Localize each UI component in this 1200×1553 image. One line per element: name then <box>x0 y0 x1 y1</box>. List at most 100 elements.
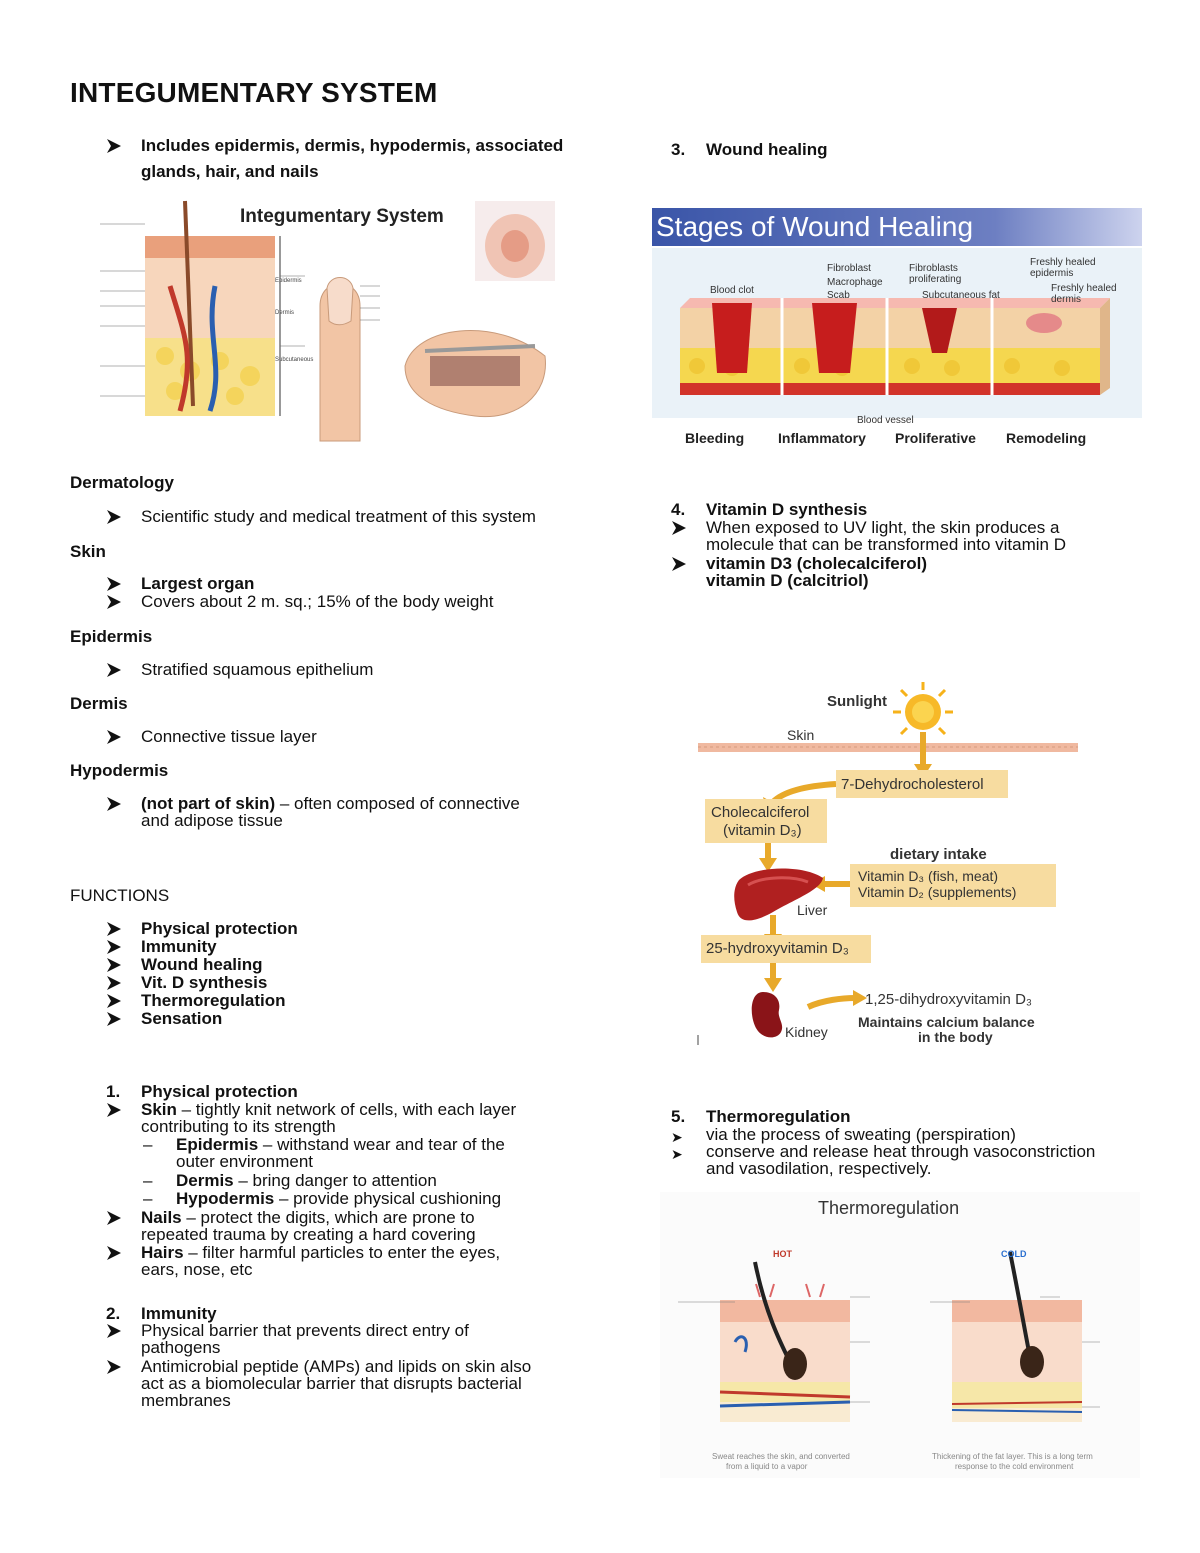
function-item: Wound healing <box>141 955 263 974</box>
skin-heading: Skin <box>70 542 106 561</box>
vitd-heading: Vitamin D synthesis <box>706 500 868 519</box>
bullet-arrow-icon <box>106 1323 124 1339</box>
epidermis-heading: Epidermis <box>70 627 153 646</box>
immunity-item-2-line2: act as a biomolecular barrier that disru… <box>141 1374 522 1393</box>
vitd-item-1: When exposed to UV light, the skin produ… <box>706 518 1060 537</box>
vitd-label-liver: Liver <box>797 902 828 918</box>
section-number: 5. <box>671 1107 686 1126</box>
dash: – <box>143 1135 153 1154</box>
section-number: 3. <box>671 140 686 159</box>
vitd-label-d3-source: Vitamin D₃ (fish, meat) <box>858 868 999 884</box>
bullet-arrow-icon <box>106 796 124 812</box>
bullet-arrow-icon <box>106 1210 124 1226</box>
physical-hypodermis: Hypodermis – provide physical cushioning <box>176 1189 502 1208</box>
vitd-label-vitamin-d3: (vitamin D₃) <box>723 822 802 839</box>
physical-heading: Physical protection <box>141 1082 298 1101</box>
label-fibroblast: Fibroblast <box>827 263 871 274</box>
vitd-item-2-line2: vitamin D (calcitriol) <box>706 571 869 590</box>
physical-hairs: Hairs – filter harmful particles to ente… <box>141 1243 501 1262</box>
immunity-item-1-line2: pathogens <box>141 1338 221 1357</box>
bullet-arrow-icon <box>106 576 124 592</box>
bullet-arrow-icon <box>106 957 124 973</box>
label-freshly-healed-dermis: Freshly healed <box>1051 283 1117 294</box>
bullet-arrow-icon <box>106 138 124 154</box>
thermo-cold-caption-1: Thickening of the fat layer. This is a l… <box>932 1452 1093 1461</box>
thermo-label-cold: COLD <box>1001 1249 1027 1259</box>
dermis-item: Connective tissue layer <box>141 727 317 746</box>
label-blood-clot: Blood clot <box>710 285 754 296</box>
immunity-item-2-line3: membranes <box>141 1391 231 1410</box>
physical-nails-line2: repeated trauma by creating a hard cover… <box>141 1225 476 1244</box>
vitd-item-2: vitamin D3 (cholecalciferol) <box>706 554 928 573</box>
intro-line-1: Includes epidermis, dermis, hypodermis, … <box>141 136 564 155</box>
function-item: Immunity <box>141 937 217 956</box>
section-number: 1. <box>106 1082 121 1101</box>
physical-nails: Nails – protect the digits, which are pr… <box>141 1208 475 1227</box>
label-dermis: dermis <box>1051 294 1082 305</box>
thermo-label-hot: HOT <box>773 1249 792 1259</box>
hypodermis-heading: Hypodermis <box>70 761 169 780</box>
vitd-label-25-hydroxyvitamin: 25-hydroxyvitamin D₃ <box>706 940 849 957</box>
bullet-arrow-icon <box>106 1102 124 1118</box>
thermo-heading: Thermoregulation <box>706 1107 851 1126</box>
wound-figure-title: Stages of Wound Healing <box>656 211 974 242</box>
bullet-arrow-icon <box>671 520 689 536</box>
thermo-item-2: conserve and release heat through vasoco… <box>706 1142 1096 1161</box>
bullet-arrow-icon <box>106 921 124 937</box>
vitd-label-skin: Skin <box>787 727 815 743</box>
integumentary-figure-title: Integumentary System <box>240 206 444 227</box>
bullet-arrow-icon <box>106 939 124 955</box>
dash: – <box>143 1189 153 1208</box>
vitd-label-sunlight: Sunlight <box>827 693 887 710</box>
vitamin-d-figure: Sunlight Skin 7-Dehydrocholesterol Chole… <box>693 680 1083 1055</box>
label-epidermis: Epidermis <box>275 278 302 284</box>
function-item: Sensation <box>141 1009 223 1028</box>
thermoregulation-figure: Thermoregulation HOT COLD Sweat reaches … <box>660 1192 1140 1478</box>
intro-line-2: glands, hair, and nails <box>141 162 319 181</box>
label-subcutaneous-fat: Subcutaneous fat <box>922 290 1000 301</box>
label-proliferating: proliferating <box>909 274 962 285</box>
vitd-label-d2-source: Vitamin D₂ (supplements) <box>858 884 1017 900</box>
physical-hairs-line2: ears, nose, etc <box>141 1260 253 1279</box>
vitd-label-125-dihydroxyvitamin: 1,25-dihydroxyvitamin D₃ <box>865 991 1033 1008</box>
bullet-arrow-icon <box>671 556 689 572</box>
dermatology-heading: Dermatology <box>70 473 174 492</box>
stage-bleeding: Bleeding <box>685 430 745 446</box>
bullet-arrow-icon <box>106 729 124 745</box>
label-dermis: Dermis <box>275 310 294 316</box>
section-number: 4. <box>671 500 686 519</box>
vitd-item-1-line2: molecule that can be transformed into vi… <box>706 535 1067 554</box>
physical-skin: Skin – tightly knit network of cells, wi… <box>141 1100 517 1119</box>
section-number: 2. <box>106 1304 121 1323</box>
skin-item-2: Covers about 2 m. sq.; 15% of the body w… <box>141 592 494 611</box>
immunity-item-2: Antimicrobial peptide (AMPs) and lipids … <box>141 1357 532 1376</box>
wound-figure-header <box>652 208 1142 246</box>
hypodermis-item-line2: and adipose tissue <box>141 811 283 830</box>
label-epidermis: epidermis <box>1030 268 1074 279</box>
vitd-label-in-the-body: in the body <box>918 1029 993 1045</box>
vitd-label-dietary-intake: dietary intake <box>890 846 987 863</box>
thin-arrow-icon: ➤ <box>671 1146 683 1162</box>
label-fibroblasts: Fibroblasts <box>909 263 958 274</box>
physical-epidermis: Epidermis – withstand wear and tear of t… <box>176 1135 505 1154</box>
label-subcutaneous: Subcutaneous <box>275 357 314 363</box>
physical-dermis: Dermis – bring danger to attention <box>176 1171 437 1190</box>
label-freshly-healed-epidermis: Freshly healed <box>1030 257 1096 268</box>
page-title: INTEGUMENTARY SYSTEM <box>70 77 438 108</box>
epidermis-item: Stratified squamous epithelium <box>141 660 374 679</box>
dash: – <box>143 1171 153 1190</box>
bullet-arrow-icon <box>106 1011 124 1027</box>
vitd-label-maintains: Maintains calcium balance <box>858 1014 1035 1030</box>
physical-epidermis-line2: outer environment <box>176 1152 314 1171</box>
bullet-arrow-icon <box>106 975 124 991</box>
bullet-arrow-icon <box>106 509 124 525</box>
thermo-item-2-line2: and vasodilation, respectively. <box>706 1159 932 1178</box>
functions-heading: FUNCTIONS <box>70 886 170 905</box>
thermo-item-1: via the process of sweating (perspiratio… <box>706 1125 1016 1144</box>
immunity-item-1: Physical barrier that prevents direct en… <box>141 1321 469 1340</box>
dermatology-item: Scientific study and medical treatment o… <box>141 507 536 526</box>
thermo-hot-caption-2: from a liquid to a vapor <box>726 1462 808 1471</box>
label-blood-vessel: Blood vessel <box>857 415 914 426</box>
bullet-arrow-icon <box>106 594 124 610</box>
bullet-arrow-icon <box>106 1245 124 1261</box>
